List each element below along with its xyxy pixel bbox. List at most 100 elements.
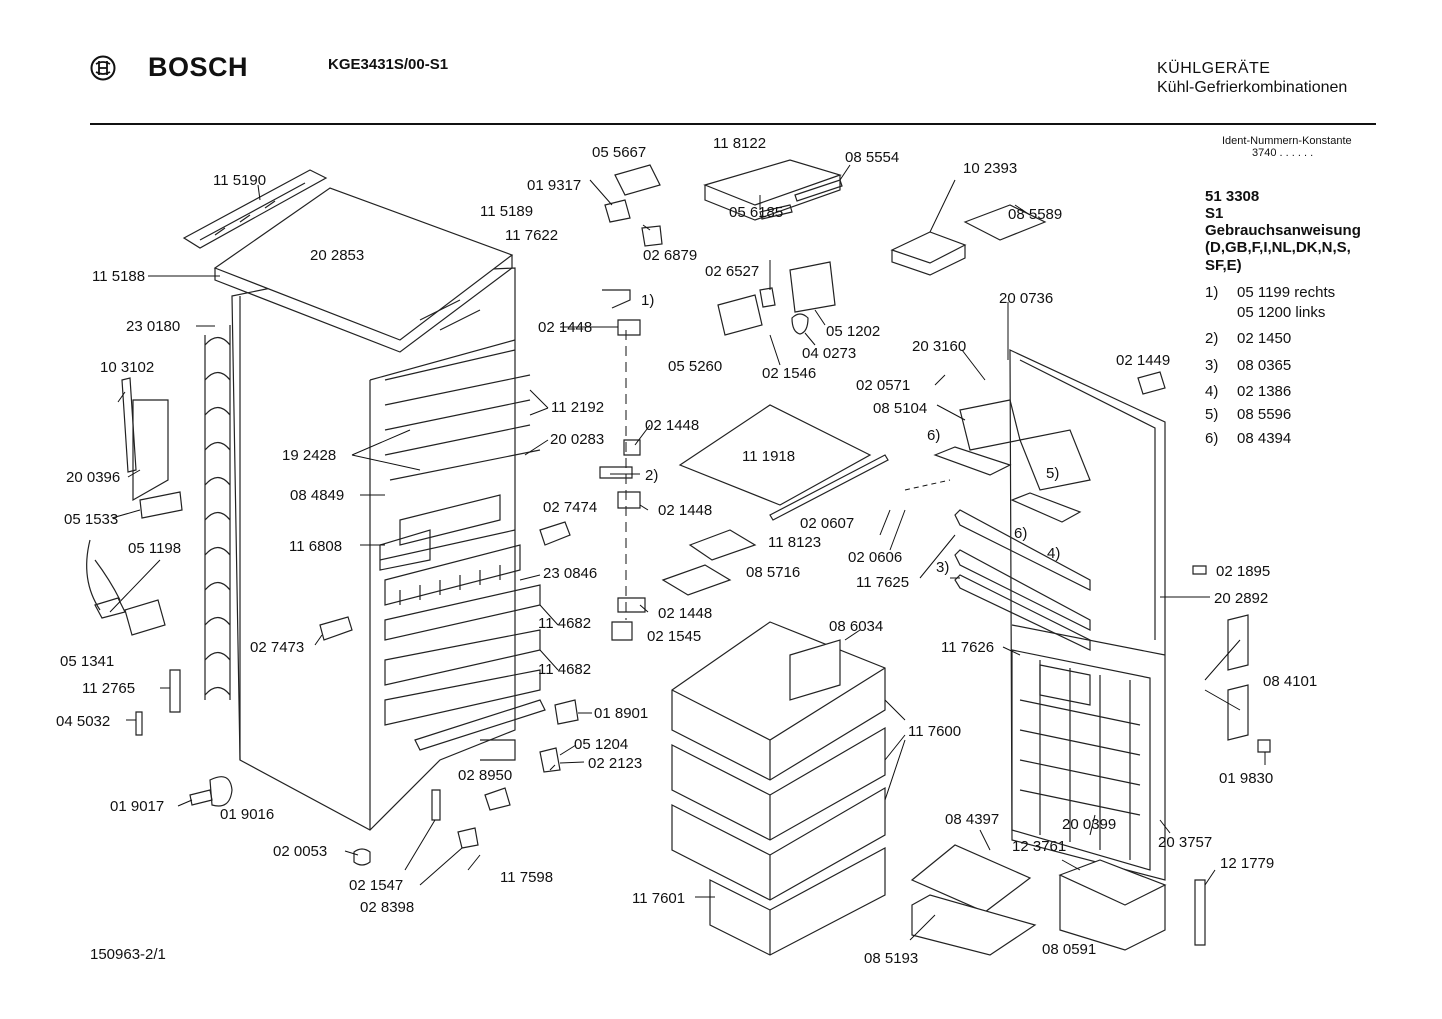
part-label: 19 2428 [282, 447, 336, 464]
note-text: 08 5596 [1237, 406, 1292, 423]
part-label: 02 0606 [848, 549, 902, 566]
bosch-logo-icon [90, 55, 116, 81]
part-label: 10 2393 [963, 160, 1017, 177]
document-code: 51 3308 [1205, 188, 1260, 205]
part-label: 02 0607 [800, 515, 854, 532]
drawing-code: 150963-2/1 [90, 946, 166, 963]
part-label: 20 2853 [310, 247, 364, 264]
part-label: 1) [641, 292, 654, 309]
part-label: 11 8122 [713, 135, 766, 152]
part-label: 20 0736 [999, 290, 1053, 307]
glass-shelf [678, 404, 889, 521]
part-label: 02 1448 [538, 319, 592, 336]
part-label: 08 6034 [829, 618, 883, 635]
note-text: 05 1200 links [1237, 304, 1326, 321]
part-label: 05 1198 [128, 540, 181, 557]
part-label: 08 4849 [290, 487, 344, 504]
part-label: 20 2892 [1214, 590, 1268, 607]
part-label: 11 7622 [505, 227, 558, 244]
freezer-drawers [671, 621, 886, 956]
note-marker: 5) [1205, 406, 1219, 423]
part-label: 5) [1046, 465, 1059, 482]
part-label: 08 4397 [945, 811, 999, 828]
vent-strip [182, 169, 328, 249]
part-label: 11 7598 [500, 869, 553, 886]
part-label: 01 9017 [110, 798, 164, 815]
part-label: 02 1448 [658, 605, 712, 622]
part-label: 01 9016 [220, 806, 274, 823]
part-label: 11 2765 [82, 680, 135, 697]
part-label: 08 4101 [1263, 673, 1317, 690]
note-marker: 2) [1205, 330, 1219, 347]
part-label: 4) [1047, 545, 1060, 562]
part-label: 02 0053 [273, 843, 327, 860]
part-label: 01 8901 [594, 705, 648, 722]
small-parts [86, 164, 663, 866]
part-label: 02 1448 [658, 502, 712, 519]
part-label: 02 8950 [458, 767, 512, 784]
part-label: 11 4682 [538, 615, 591, 632]
part-label: 02 1448 [645, 417, 699, 434]
part-label: 11 7601 [632, 890, 685, 907]
category-subtitle: Kühl-Gefrierkombinationen [1157, 79, 1348, 96]
note-text: 02 1450 [1237, 330, 1292, 347]
part-label: 02 1545 [647, 628, 701, 645]
ice-trays [661, 529, 757, 596]
note-text: 08 0365 [1237, 357, 1292, 374]
part-label: 08 5716 [746, 564, 800, 581]
part-label: 11 5190 [213, 172, 266, 189]
part-label: 11 1918 [742, 448, 795, 465]
note-marker: 1) [1205, 284, 1219, 301]
part-label: 6) [927, 427, 940, 444]
note-marker: 6) [1205, 430, 1219, 447]
lamp-housing [703, 159, 843, 336]
note-marker: 3) [1205, 357, 1219, 374]
part-label: 02 8398 [360, 899, 414, 916]
part-label: 11 4682 [538, 661, 591, 678]
part-label: 12 1779 [1220, 855, 1274, 872]
category-title: KÜHLGERÄTE [1157, 60, 1271, 77]
part-label: 05 1533 [64, 511, 118, 528]
part-label: 02 1449 [1116, 352, 1170, 369]
top-cover [213, 187, 514, 353]
part-label: 08 5589 [1008, 206, 1062, 223]
part-label: 05 5260 [668, 358, 722, 375]
part-label: 20 0283 [550, 431, 604, 448]
part-label: 11 7600 [908, 723, 961, 740]
part-label: 11 7625 [856, 574, 909, 591]
part-label: 11 5189 [480, 203, 533, 220]
part-label: 08 5554 [845, 149, 899, 166]
ident-label: Ident-Nummern-Konstante [1222, 135, 1352, 147]
part-label: 02 1546 [762, 365, 816, 382]
part-label: 08 5104 [873, 400, 927, 417]
model-number: KGE3431S/00-S1 [328, 56, 449, 73]
part-label: 02 1895 [1216, 563, 1270, 580]
part-label: 08 0591 [1042, 941, 1096, 958]
part-label: 08 5193 [864, 950, 918, 967]
part-label: 3) [936, 559, 949, 576]
part-label: 05 1202 [826, 323, 880, 340]
part-label: 05 5667 [592, 144, 646, 161]
part-label: 05 6185 [729, 204, 783, 221]
header-divider [90, 123, 1376, 125]
part-label: 2) [645, 467, 658, 484]
door-shelves [933, 399, 1091, 651]
part-label: 02 7473 [250, 639, 304, 656]
part-label: 20 3757 [1158, 834, 1212, 851]
part-label: 02 2123 [588, 755, 642, 772]
part-label: 02 7474 [543, 499, 597, 516]
part-label: 02 6879 [643, 247, 697, 264]
ident-value: 3740 . . . . . . [1252, 147, 1314, 159]
fridge-shelves [379, 349, 541, 571]
part-label: 20 0396 [66, 469, 120, 486]
condenser-coil [204, 325, 231, 700]
document-title: Gebrauchsanweisung [1205, 222, 1361, 239]
refrigerator-door [1009, 349, 1166, 881]
part-label: 11 5188 [92, 268, 145, 285]
part-label: 02 6527 [705, 263, 759, 280]
part-label: 10 3102 [100, 359, 154, 376]
part-labels: 11 5190 20 2853 11 5189 11 7622 11 5188 … [56, 135, 1317, 967]
part-label: 11 7626 [941, 639, 994, 656]
part-label: 20 0399 [1062, 816, 1116, 833]
